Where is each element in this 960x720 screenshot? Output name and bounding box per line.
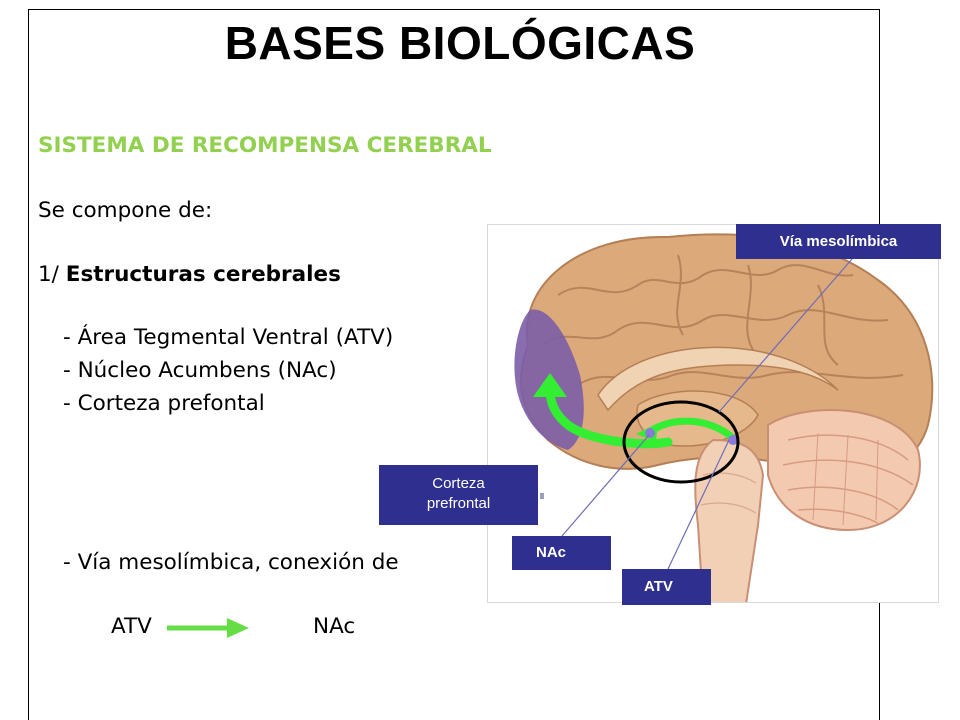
pathway-from-label: ATV [111, 614, 152, 639]
frame-left-border [28, 9, 29, 720]
section-number: 1/ [38, 262, 66, 287]
intro-text: Se compone de: [38, 198, 213, 223]
slide-title: BASES BIOLÓGICAS [224, 17, 696, 69]
slide-subtitle: SISTEMA DE RECOMPENSA CEREBRAL [38, 133, 492, 158]
label-corteza-line2: prefrontal [426, 495, 491, 512]
green-arrow-icon [167, 618, 249, 638]
section-heading: 1/ Estructuras cerebrales [38, 262, 341, 287]
label-atv: ATV [622, 569, 711, 605]
list-item-pathway: - Vía mesolímbica, conexión de [63, 550, 399, 575]
label-corteza-prefrontal: Corteza prefrontal [379, 465, 538, 525]
list-item-atv: - Área Tegmental Ventral (ATV) [63, 325, 394, 350]
label-nac: NAc [512, 536, 611, 570]
label-via-mesolimbica: Vía mesolímbica [736, 224, 941, 259]
frame-top-border [28, 9, 880, 10]
pathway-to-label: NAc [313, 614, 356, 639]
list-item-nac: - Núcleo Acumbens (NAc) [63, 358, 337, 383]
section-title: Estructuras cerebrales [65, 262, 341, 287]
label-corteza-line1: Corteza [432, 475, 485, 492]
list-item-corteza: - Corteza prefontal [63, 391, 265, 416]
